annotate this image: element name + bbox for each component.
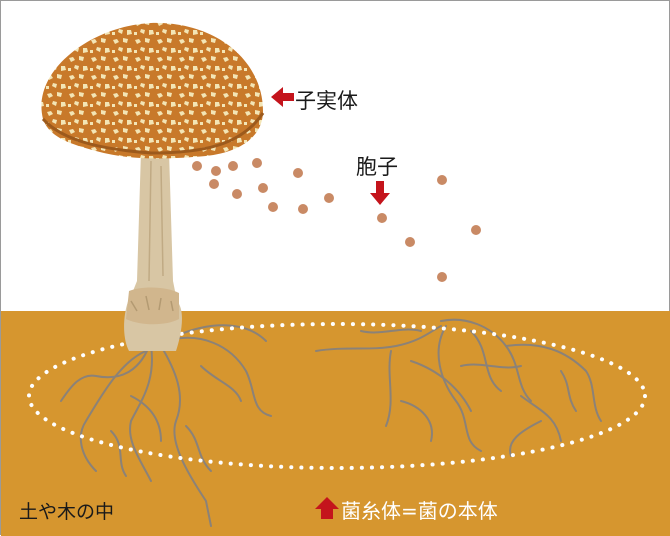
spores: [192, 158, 481, 282]
arrow-down-icon: [370, 181, 390, 205]
mycelium-label: 菌糸体=菌の本体: [341, 499, 498, 523]
mycelium-range-ring: [27, 322, 647, 470]
mushroom-stem: [124, 151, 182, 351]
arrow-up-icon: [315, 497, 339, 519]
arrow-left-icon: [271, 87, 294, 107]
fruiting-body-label: 子実体: [295, 89, 358, 113]
soil-label: 土や木の中: [19, 501, 115, 523]
mushroom-cap: [41, 22, 265, 159]
mycelium-network: [60, 318, 602, 527]
spores-label: 胞子: [356, 155, 398, 179]
